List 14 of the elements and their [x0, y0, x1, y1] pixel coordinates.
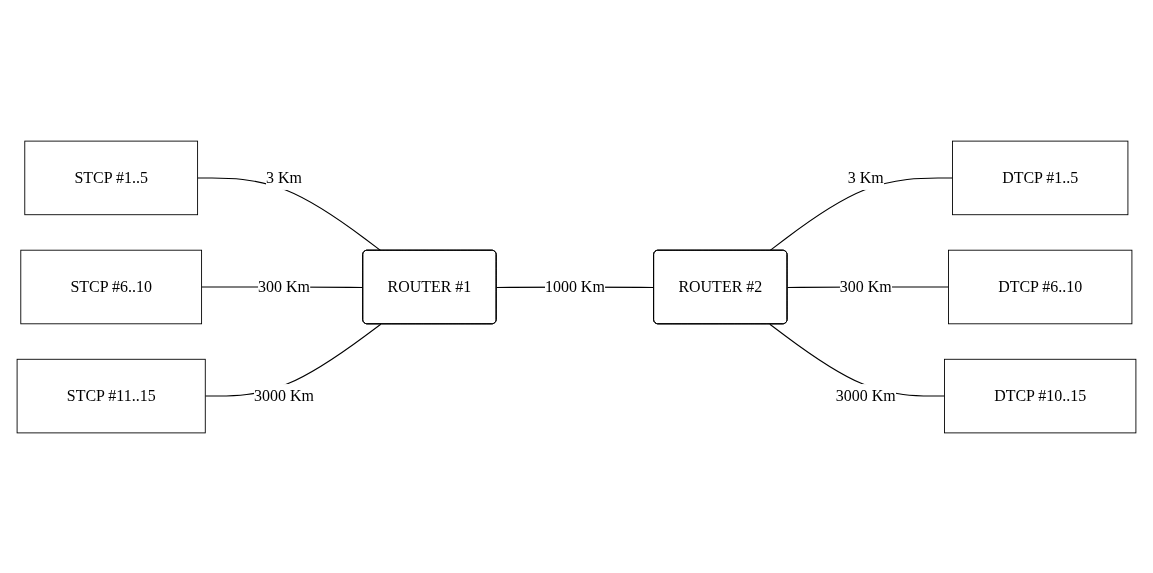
- node-box: STCP #11..15: [16, 358, 206, 433]
- node-box: DTCP #10..15: [944, 358, 1137, 433]
- edge-label: 300 Km: [839, 277, 892, 295]
- edge-label: 3000 Km: [254, 386, 314, 405]
- edge-label: 3 Km: [847, 168, 884, 186]
- edge-label: 3 Km: [266, 168, 302, 186]
- edge-label: 3000 Km: [835, 386, 896, 405]
- node-box: STCP #1..5: [24, 140, 199, 215]
- edge-label: 1000 Km: [544, 277, 605, 295]
- node-box: DTCP #1..5: [952, 140, 1129, 215]
- connector: [769, 176, 953, 251]
- node-box: DTCP #6..10: [948, 249, 1133, 324]
- node-box: STCP #6..10: [20, 249, 203, 324]
- edge-label: 300 Km: [258, 277, 310, 295]
